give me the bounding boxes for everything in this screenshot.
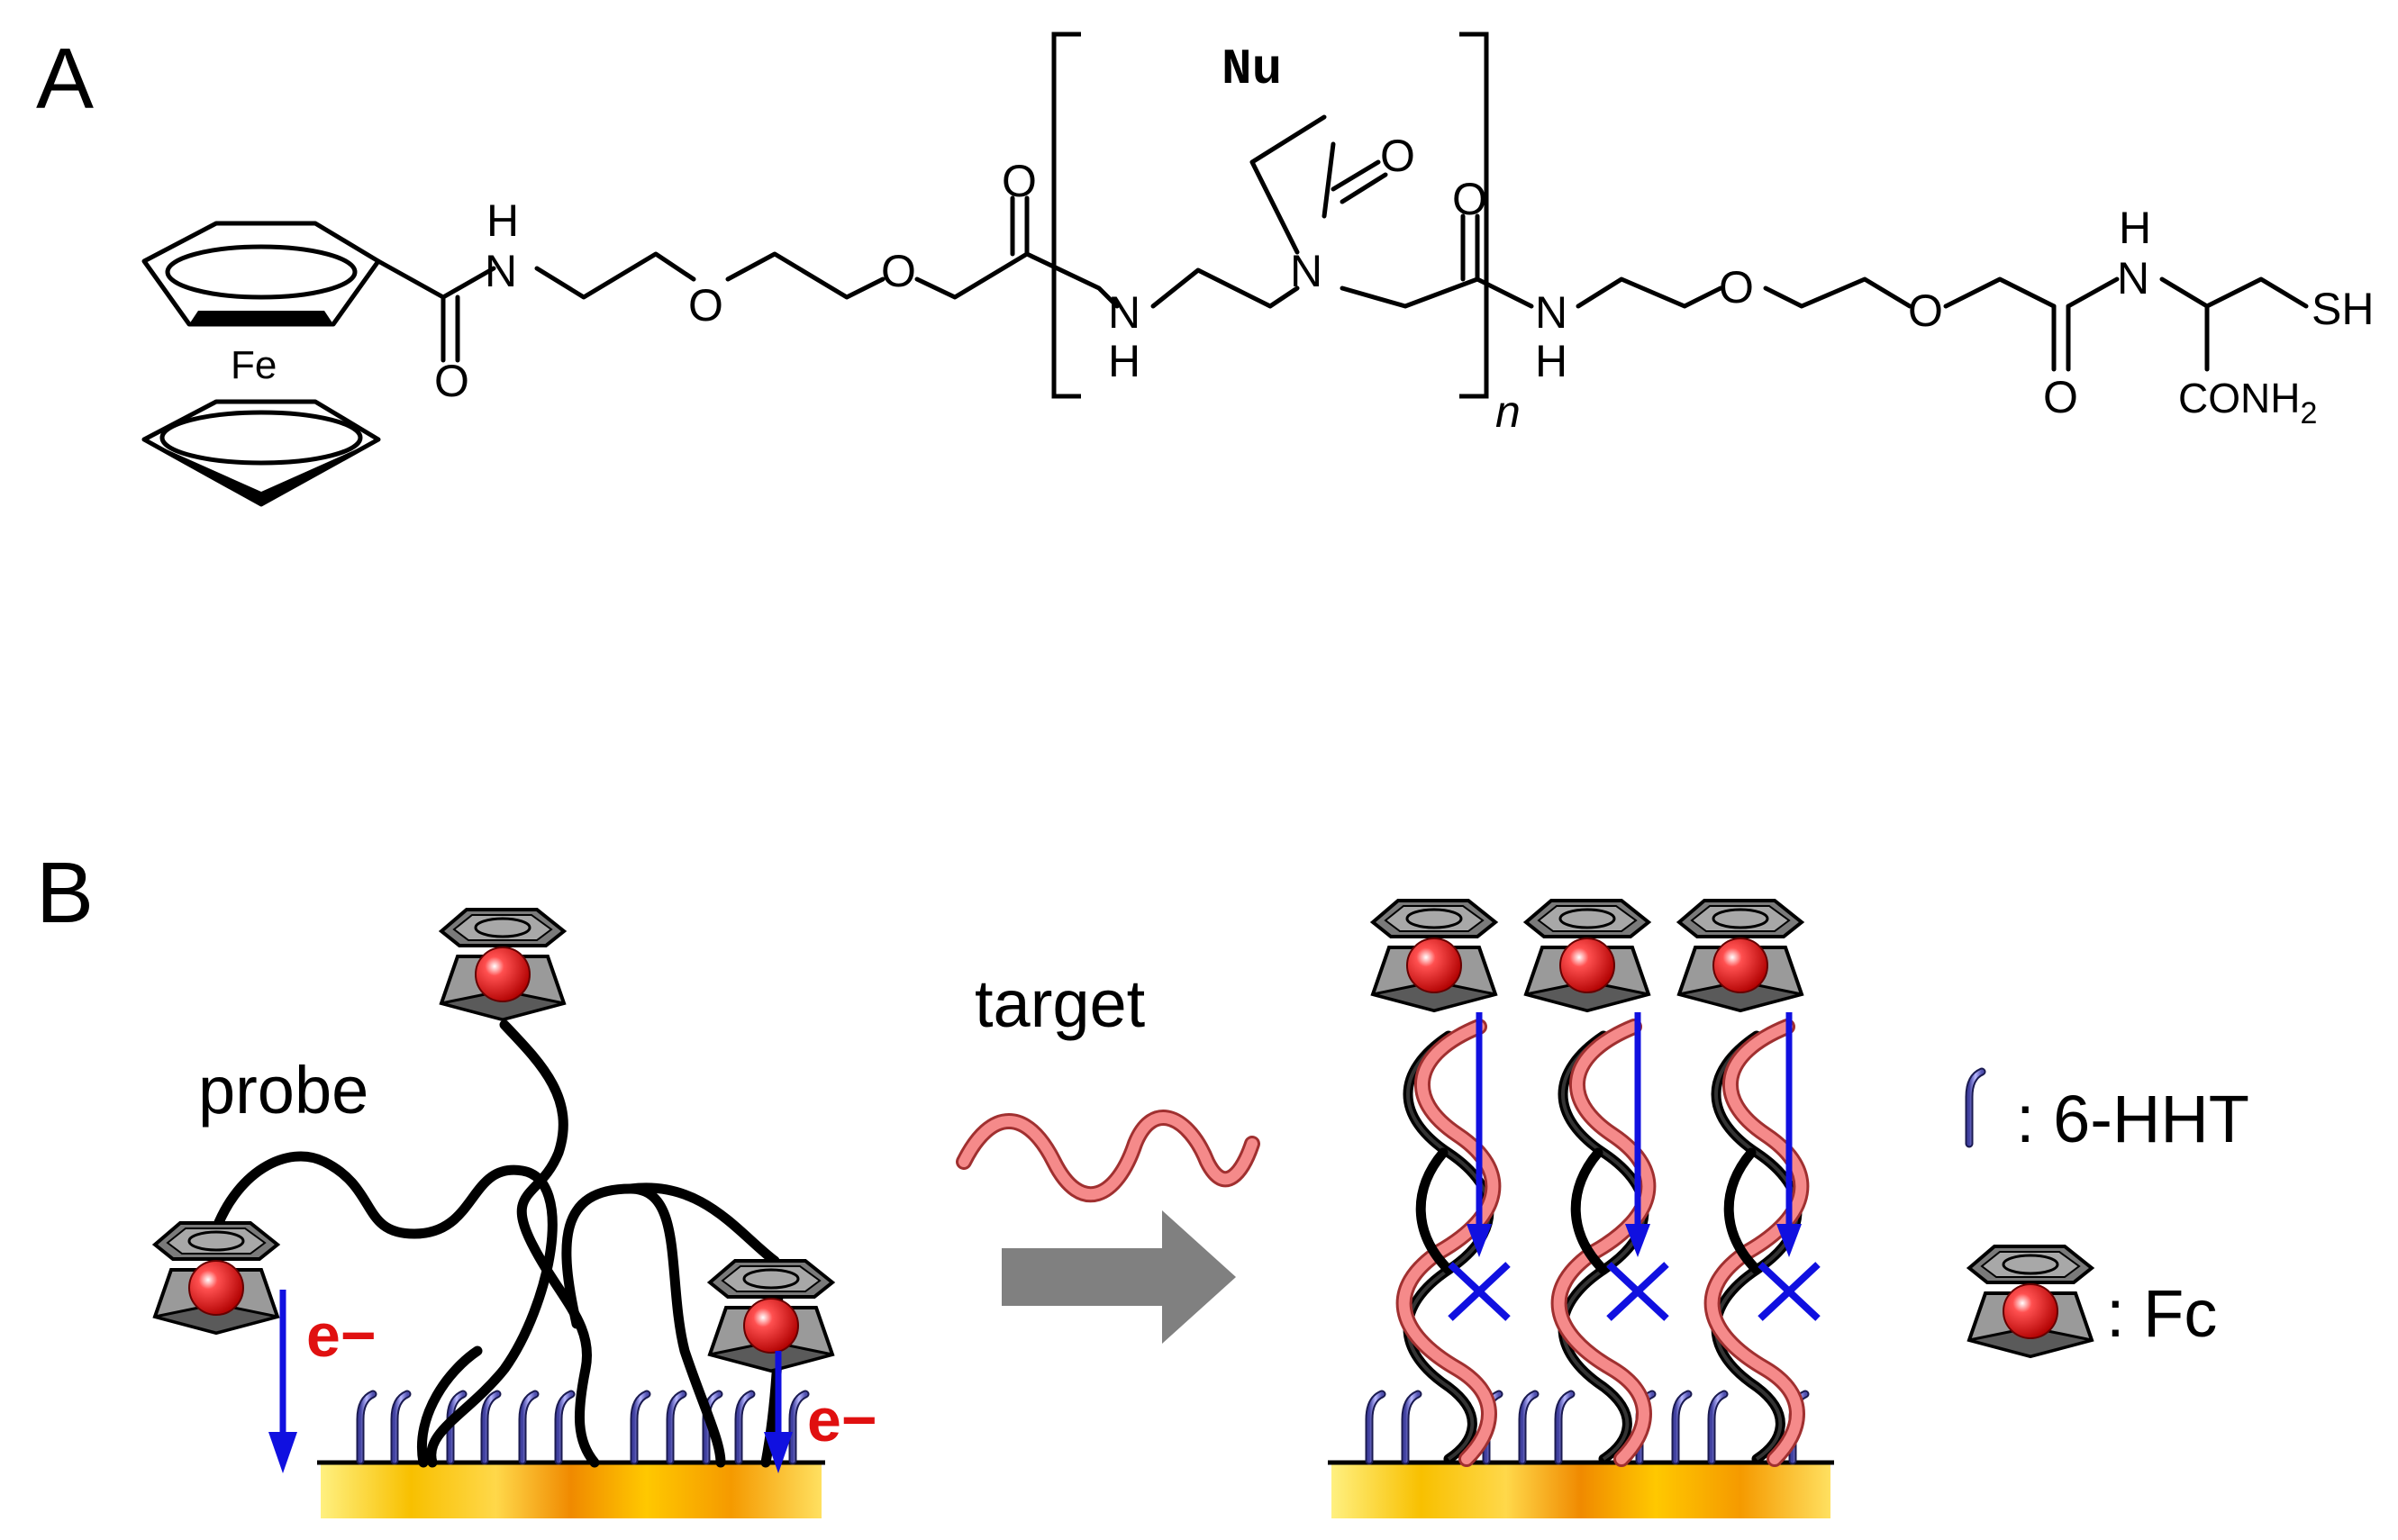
probe-label: probe	[198, 1053, 368, 1128]
metal-label: Fe	[231, 343, 277, 387]
electrode-right	[1328, 1460, 1834, 1518]
electron-label-left: e−	[306, 1301, 377, 1370]
electron-arrow-right	[764, 1351, 793, 1473]
atom-o-ether1: O	[688, 280, 723, 331]
terminal-amide-label: CONH2	[2178, 375, 2317, 430]
repeat-index: n	[1495, 386, 1521, 437]
atom-h-top: H	[486, 195, 519, 246]
atom-o-carbonyl4: O	[2043, 372, 2078, 422]
atom-n1: N	[485, 246, 517, 296]
ferrocene-structure: Fe	[141, 221, 381, 507]
chemical-structure: Fe H N O O O	[141, 32, 2374, 507]
legend-fc-label: : Fc	[2106, 1276, 2217, 1351]
hht-monolayer-right	[1369, 1394, 1805, 1461]
panel-a-label: A	[36, 31, 94, 127]
atom-o-carbonyl1: O	[434, 356, 469, 406]
fc-duplex-3	[1677, 899, 1803, 1012]
legend-hht-label: : 6-HHT	[2016, 1082, 2249, 1156]
atom-n-tertiary: N	[1290, 246, 1322, 296]
atom-h-amide: H	[2119, 203, 2151, 253]
fc-duplex-1	[1371, 899, 1497, 1012]
legend-hht-icon	[1965, 1067, 1986, 1148]
atom-o-ether2: O	[881, 246, 916, 296]
electron-label-right: e−	[807, 1386, 877, 1454]
atom-o-ether4: O	[1908, 285, 1943, 336]
atom-h-after: H	[1535, 336, 1567, 386]
fc-probe-top	[440, 908, 566, 1021]
legend-fc-icon	[1967, 1245, 2094, 1358]
repeat-bracket-right	[1459, 32, 1489, 399]
legend: : 6-HHT : Fc	[1965, 1067, 2249, 1358]
atom-o-ether3: O	[1719, 262, 1754, 313]
atom-o-carbonyl3: O	[1452, 174, 1487, 224]
fc-probe-left	[153, 1221, 279, 1335]
atom-n-after: N	[1535, 287, 1567, 338]
reaction-arrow	[1002, 1210, 1236, 1344]
atom-n-unit: N	[1108, 287, 1140, 338]
atom-o-carbonyl2: O	[1002, 156, 1037, 206]
side-chain-label: Nu	[1222, 41, 1282, 98]
electrode-left	[317, 1460, 825, 1518]
target-label: target	[975, 966, 1146, 1041]
panel-b-label: B	[36, 845, 94, 941]
repeat-bracket-left	[1051, 32, 1081, 399]
atom-n-amide: N	[2117, 253, 2149, 303]
atom-o-sidechain: O	[1380, 131, 1415, 181]
atom-h-unit: H	[1108, 336, 1140, 386]
fc-duplex-2	[1524, 899, 1650, 1012]
electron-arrow-left	[268, 1290, 297, 1473]
atom-thiol: SH	[2312, 284, 2374, 334]
fc-probe-right	[708, 1259, 834, 1372]
